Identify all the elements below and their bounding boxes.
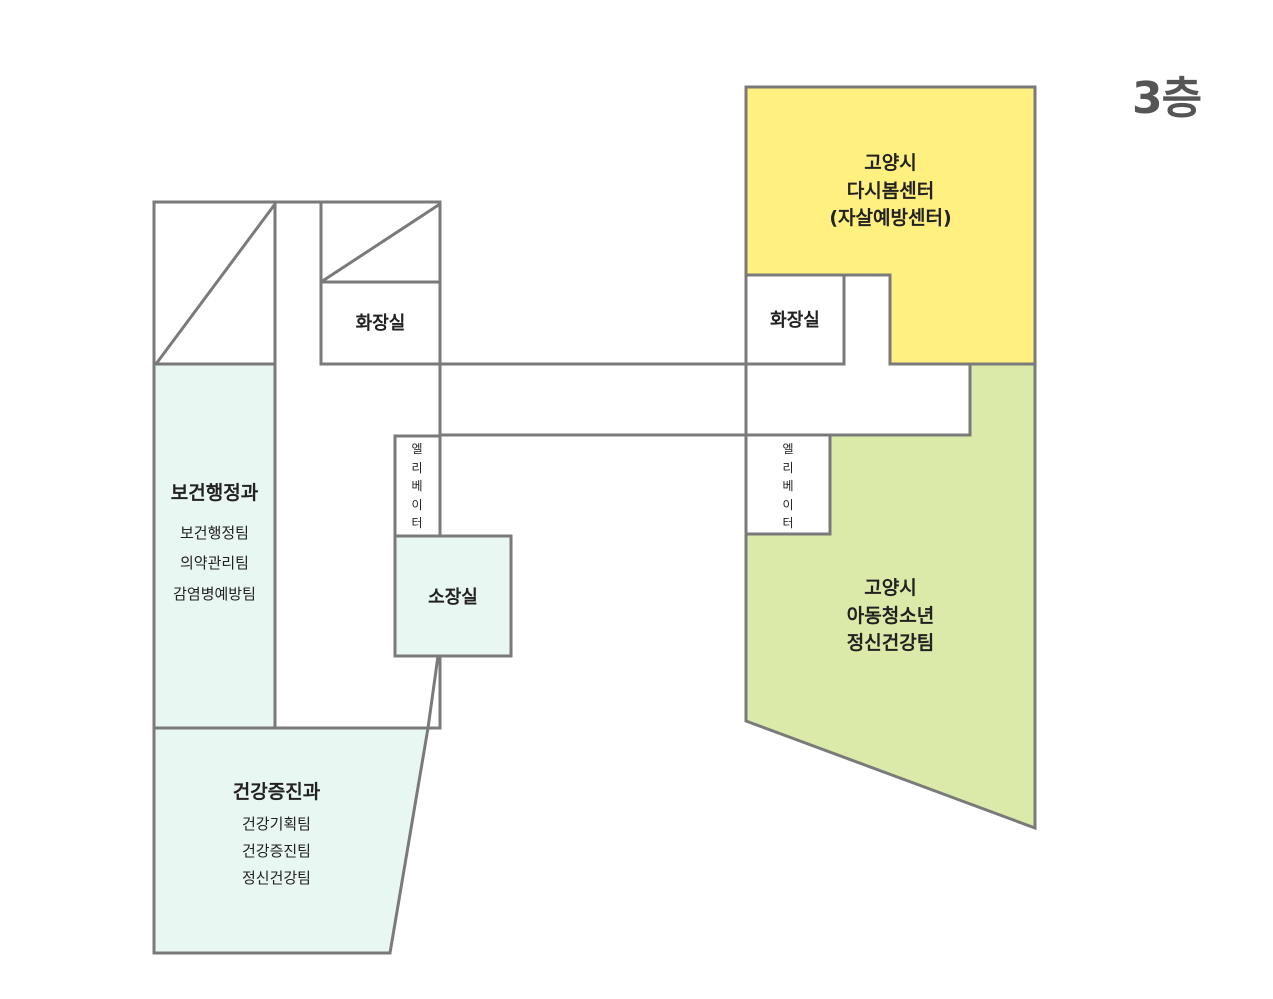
team-label: 정신건강팀 <box>241 868 311 887</box>
restroom-left-label: 화장실 <box>355 313 406 334</box>
elevator-right <box>744 433 832 536</box>
health-promotion-room <box>152 726 430 955</box>
elevator-left-char: 베 <box>411 479 423 494</box>
health-promotion-labels: 건강증진과 건강기획팀 건강증진팀 정신건강팀 <box>154 779 399 892</box>
restroom-left <box>319 280 442 366</box>
elevator-left-char: 리 <box>411 460 423 475</box>
corridor-diagonal-edge <box>426 655 440 729</box>
health-admin-title: 보건행정과 <box>170 482 259 504</box>
elevator-right-char: 터 <box>782 516 794 531</box>
elevator-left-char: 이 <box>411 497 423 512</box>
elevator-right-char: 이 <box>782 497 794 512</box>
team-label: 보건행정팀 <box>179 523 249 542</box>
elevator-left-char: 터 <box>411 516 423 531</box>
health-promotion-teams: 건강기획팀 건강증진팀 정신건강팀 <box>154 811 399 892</box>
suicide-center-line: (자살예방센터) <box>829 207 952 230</box>
team-label: 감염병예방팀 <box>173 585 256 604</box>
restroom-right <box>744 273 846 366</box>
floor-label: 3층 <box>1132 73 1202 124</box>
storage-center-top-diagonal <box>320 202 441 284</box>
team-label: 건강증진팀 <box>241 841 311 860</box>
youth-mental-line: 고양시 <box>864 577 917 599</box>
storage-left-top-diagonal <box>154 203 277 365</box>
elevator-left-label: 엘 리 베 이 터 <box>410 440 424 533</box>
elevator-right-label: 엘 리 베 이 터 <box>781 440 795 533</box>
restroom-right-label: 화장실 <box>770 310 820 331</box>
elevator-left <box>393 434 442 538</box>
youth-mental-label: 고양시 아동청소년 정신건강팀 <box>746 575 1035 658</box>
health-promotion-title: 건강증진과 <box>232 781 321 803</box>
elevator-right-char: 리 <box>782 460 794 475</box>
elevator-right-char: 베 <box>782 479 794 494</box>
elevator-left-char: 엘 <box>411 442 423 456</box>
health-admin-teams: 보건행정팀 의약관리팀 감염병예방팀 <box>154 518 275 610</box>
director-office-room <box>393 534 513 658</box>
elevator-right-char: 엘 <box>782 442 794 456</box>
suicide-center-line: 고양시 <box>864 152 917 174</box>
suicide-center-line: 다시봄센터 <box>846 179 935 202</box>
youth-mental-line: 정신건강팀 <box>846 632 935 655</box>
suicide-center-label: 고양시 다시봄센터 (자살예방센터) <box>746 150 1035 233</box>
team-label: 의약관리팀 <box>179 554 249 573</box>
youth-mental-line: 아동청소년 <box>846 604 935 627</box>
health-admin-labels: 보건행정과 보건행정팀 의약관리팀 감염병예방팀 <box>154 480 275 610</box>
connecting-corridor <box>438 362 748 437</box>
director-office-label: 소장실 <box>428 587 478 608</box>
health-admin-room <box>152 362 277 730</box>
team-label: 건강기획팀 <box>241 814 311 833</box>
